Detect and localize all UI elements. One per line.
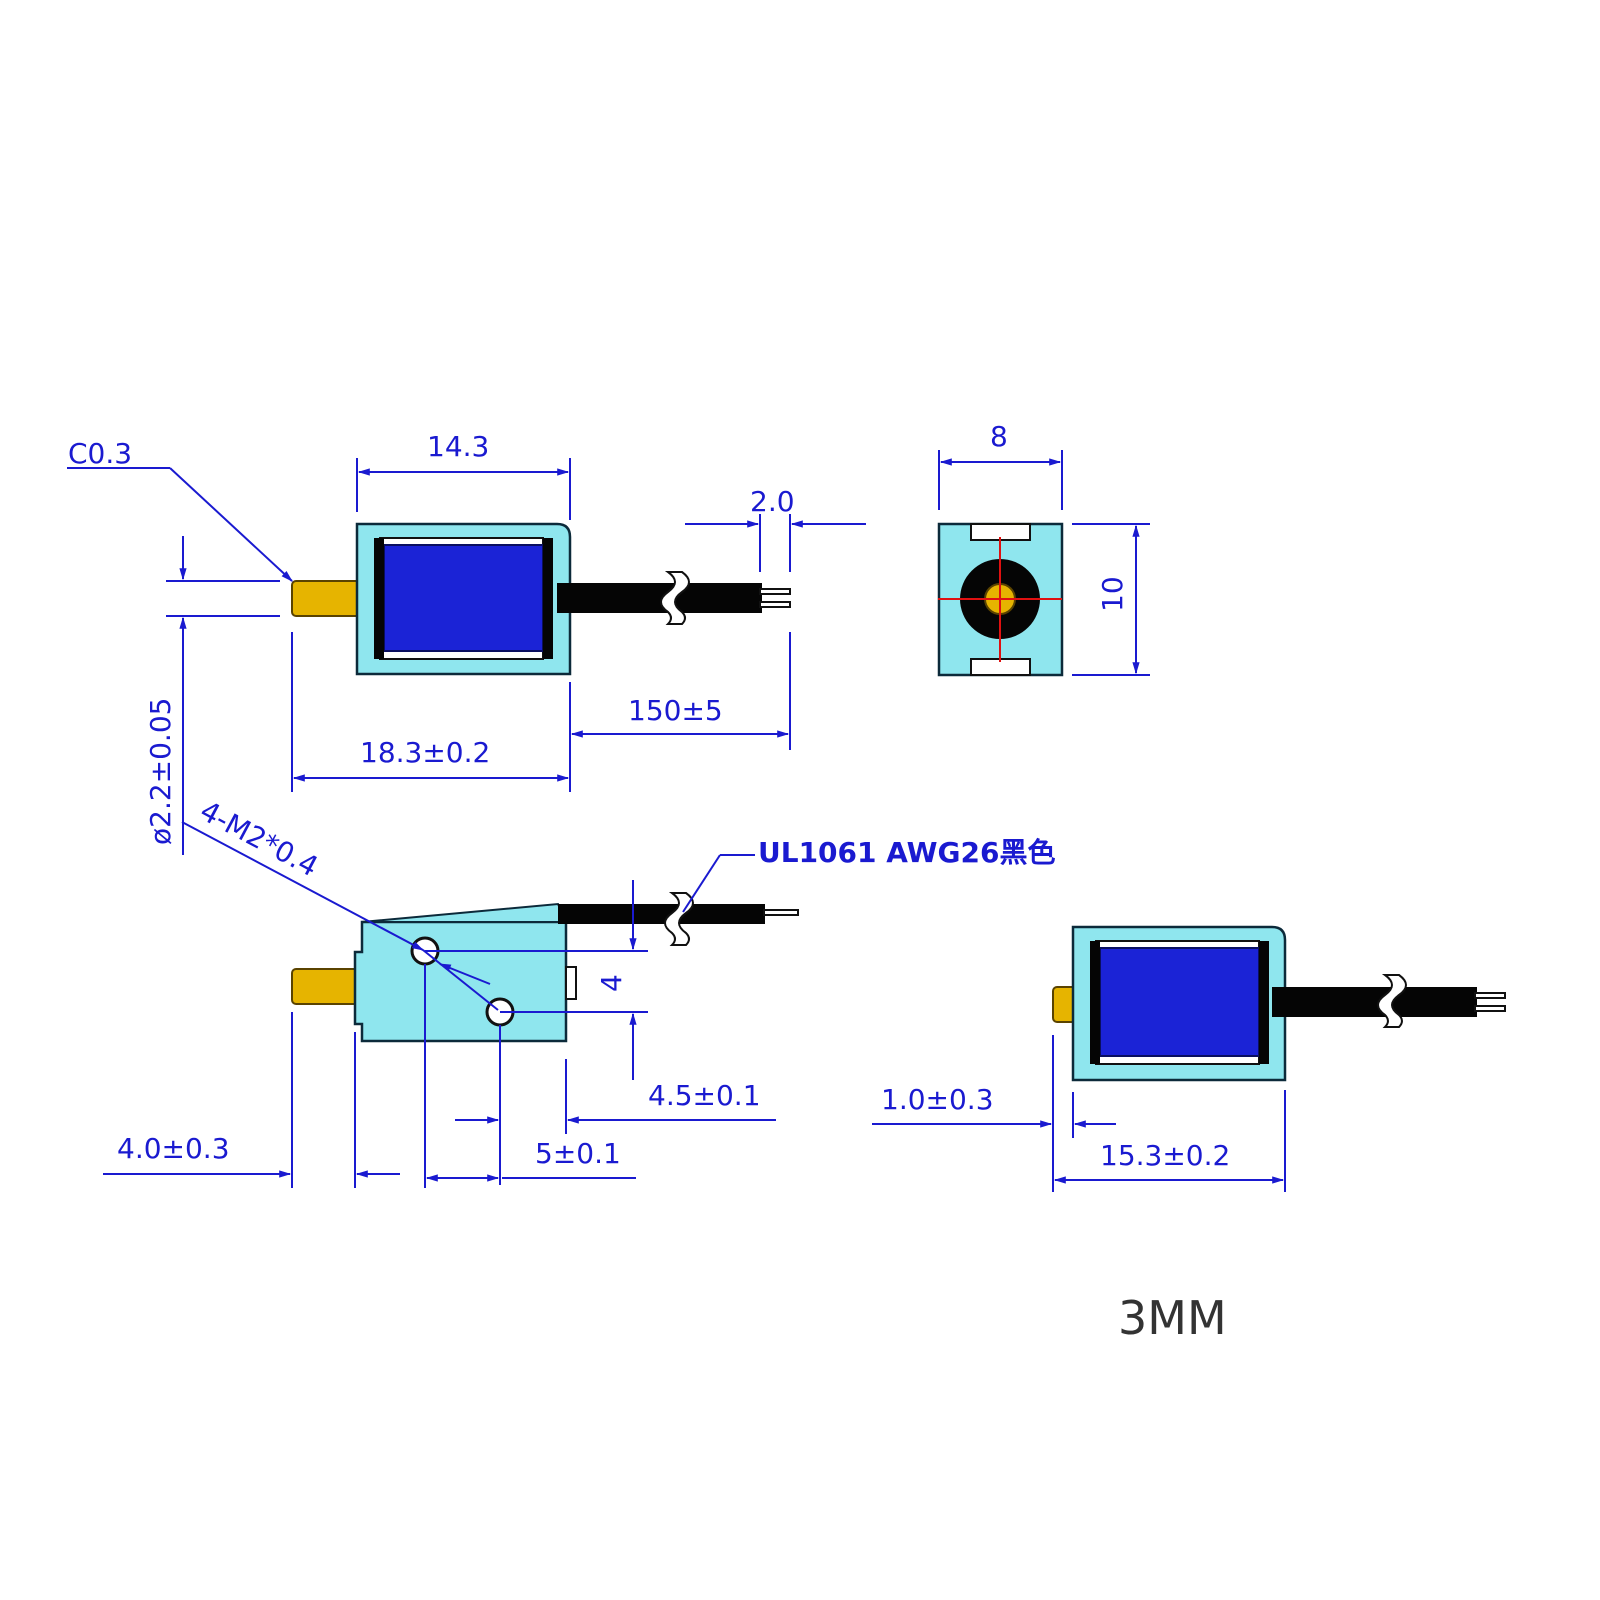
width-label: 8 [990, 420, 1008, 453]
diameter-label: ø2.2±0.05 [144, 698, 177, 845]
height-label: 10 [1096, 576, 1129, 612]
wire-break [660, 571, 690, 625]
front-view [291, 522, 791, 676]
side-frame [353, 920, 568, 1043]
side-tab [565, 966, 577, 1000]
retracted-wire [1272, 987, 1477, 1017]
plunger [291, 580, 361, 617]
side-wire [558, 904, 765, 924]
hole-spacing-v-label: 4 [595, 974, 628, 992]
stroke-label: 1.0±0.3 [881, 1083, 994, 1116]
plunger-extension-label: 4.0±0.3 [117, 1132, 230, 1165]
wire-length-label: 150±5 [628, 694, 723, 727]
lead-bottom [759, 601, 791, 608]
coil-length-label: 14.3 [427, 430, 489, 463]
wire-ramp [361, 902, 568, 923]
hole-spacing-h-label: 5±0.1 [535, 1137, 621, 1170]
front-view-dimensions: C0.3 14.3 2.0 ø2.2±0.05 18.3±0.2 150±5 [67, 430, 866, 855]
chamfer-label: C0.3 [68, 437, 132, 470]
coil-side-right [543, 538, 553, 659]
side-view-dimensions: 4-M2*0.4 UL1061 AWG26黑色 4 4.5±0.1 5±0.1 … [103, 794, 1056, 1188]
coil-side-left [374, 538, 384, 659]
retracted-lead-bottom [1474, 1005, 1506, 1012]
retracted-coil [1099, 947, 1260, 1057]
coil [383, 544, 544, 652]
retracted-wire-break [1377, 974, 1407, 1028]
hole-offset-label: 4.5±0.1 [648, 1079, 761, 1112]
side-lead [763, 909, 799, 916]
retracted-coil-side-right [1259, 941, 1269, 1064]
lead-top [759, 588, 791, 595]
stroke-caption: 3MM [1118, 1291, 1227, 1345]
end-view [937, 522, 1064, 677]
side-view [291, 892, 799, 1043]
wire-bundle [557, 583, 762, 613]
overall-length-label: 18.3±0.2 [360, 736, 490, 769]
lead-spacing-label: 2.0 [750, 485, 795, 518]
retracted-length-label: 15.3±0.2 [1100, 1139, 1230, 1172]
wire-note: UL1061 AWG26黑色 [758, 836, 1056, 869]
retracted-view-dimensions: 1.0±0.3 15.3±0.2 [872, 1035, 1286, 1192]
retracted-view [1052, 925, 1506, 1082]
end-view-dimensions: 8 10 [938, 420, 1150, 676]
retracted-coil-side-left [1090, 941, 1100, 1064]
side-plunger [291, 968, 361, 1005]
retracted-lead-top [1474, 992, 1506, 999]
